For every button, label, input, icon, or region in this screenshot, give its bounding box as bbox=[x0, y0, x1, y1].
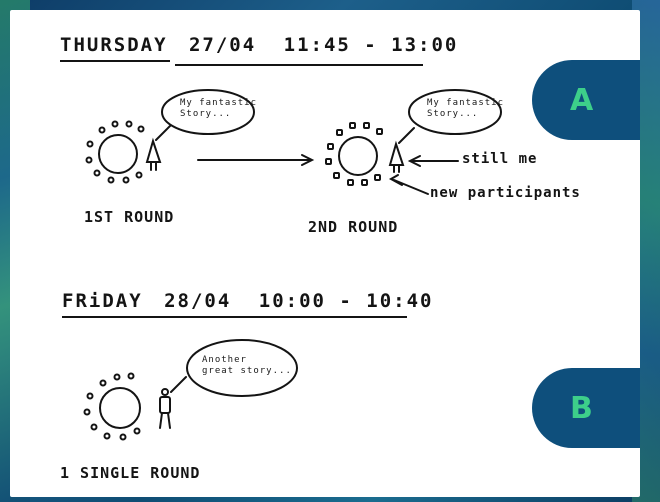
round-2-table bbox=[339, 137, 377, 175]
round-1-label: 1ST ROUND bbox=[84, 208, 174, 226]
sketch-paper: THURSDAY 27/04 11:45 - 13:00 FRiDAY 28/0… bbox=[10, 10, 640, 497]
bubble-1-text: My fantastic Story... bbox=[180, 98, 257, 120]
single-round-participants bbox=[85, 374, 140, 440]
storyteller-2-figure bbox=[390, 144, 403, 165]
round-1-table bbox=[99, 135, 137, 173]
storyteller-3-figure bbox=[162, 389, 168, 395]
tab-b[interactable]: B bbox=[532, 368, 640, 448]
storyteller-1-figure bbox=[147, 141, 160, 162]
single-round-table bbox=[100, 388, 140, 428]
tab-a[interactable]: A bbox=[532, 60, 640, 140]
round-2-label: 2ND ROUND bbox=[308, 218, 398, 236]
round-2-participants bbox=[326, 123, 382, 185]
still-me-note: still me bbox=[462, 151, 537, 167]
tab-a-label: A bbox=[570, 83, 593, 118]
new-participants-arrow bbox=[394, 180, 428, 194]
tab-b-label: B bbox=[570, 391, 593, 426]
bubble-2-text: My fantastic Story... bbox=[427, 98, 504, 120]
bubble-3-text: Another great story... bbox=[202, 355, 292, 377]
new-participants-note: new participants bbox=[430, 185, 581, 201]
single-round-label: 1 SINGLE ROUND bbox=[60, 464, 200, 482]
